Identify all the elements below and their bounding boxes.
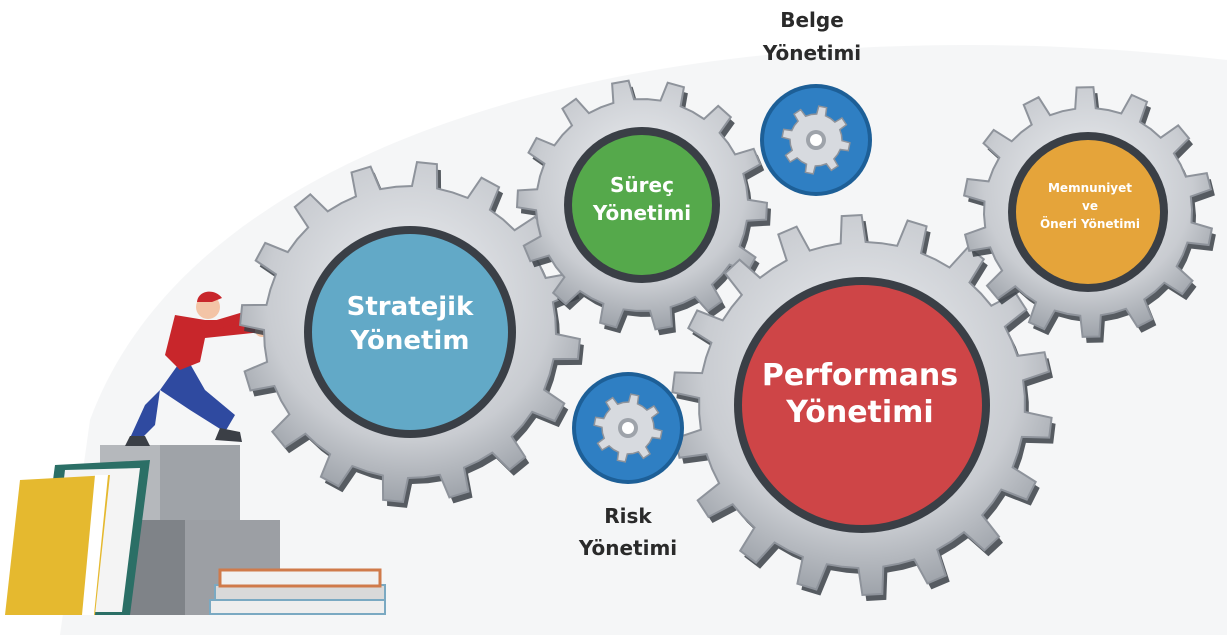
- document-line1: Belge: [780, 8, 844, 32]
- satisfaction-line2: ve: [1082, 199, 1098, 213]
- label-satisfaction: Memnuniyet ve Öneri Yönetimi: [1040, 181, 1140, 231]
- cog-center: [622, 422, 634, 434]
- strategic-line1: Stratejik: [347, 292, 474, 322]
- gear-strategic: [239, 161, 584, 508]
- gear-hub-strategic: [312, 234, 508, 430]
- process-line2: Yönetimi: [592, 201, 691, 225]
- gear-satisfaction: [962, 86, 1216, 343]
- label-document: Belge Yönetimi: [762, 8, 861, 65]
- gear-performance: [671, 213, 1056, 601]
- satisfaction-line3: Öneri Yönetimi: [1040, 216, 1140, 231]
- gear-process: [515, 79, 771, 336]
- performance-line1: Performans: [762, 358, 958, 393]
- risk-line2: Yönetimi: [578, 536, 677, 560]
- gear-icon-document: [760, 84, 872, 196]
- label-performance: Performans Yönetimi: [762, 358, 958, 430]
- label-risk: Risk Yönetimi: [578, 504, 677, 560]
- gear-hub-performance: [742, 285, 982, 525]
- performance-line2: Yönetimi: [785, 395, 933, 430]
- gear-hub-process: [572, 135, 712, 275]
- label-strategic: Stratejik Yönetim: [347, 292, 474, 356]
- gear-hub-satisfaction: [1016, 140, 1160, 284]
- document-line2: Yönetimi: [762, 41, 861, 65]
- satisfaction-line1: Memnuniyet: [1048, 181, 1132, 195]
- risk-line1: Risk: [604, 504, 652, 528]
- label-process: Süreç Yönetimi: [592, 173, 691, 225]
- strategic-line2: Yönetim: [350, 326, 470, 356]
- process-line1: Süreç: [610, 173, 674, 197]
- gear-icon-risk: [572, 372, 684, 484]
- stacked-books: [5, 445, 386, 615]
- cog-center: [810, 134, 822, 146]
- gears-layer: [239, 79, 1216, 601]
